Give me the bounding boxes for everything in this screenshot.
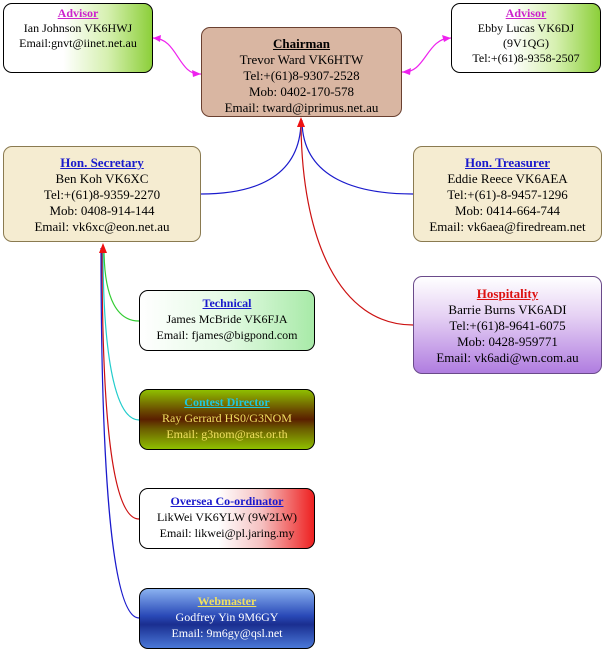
advisor-left-name: Ian Johnson VK6HWJ	[23, 21, 133, 35]
advisor-right-callsign: (9V1QG)	[503, 36, 549, 50]
arrowhead-chairman-right	[402, 68, 411, 75]
advisor-right-phone: Tel:+(61)8-9358-2507	[472, 51, 580, 65]
advisor-left-title: Advisor	[57, 6, 99, 20]
arrowhead-chairman	[297, 117, 305, 127]
advisor-right-box: Advisor Ebby Lucas VK6DJ (9V1QG) Tel:+(6…	[451, 3, 601, 73]
contest-director-title: Contest Director	[184, 395, 270, 409]
treasurer-mobile: Mob: 0414-664-744	[454, 203, 561, 218]
treasurer-box: Hon. Treasurer Eddie Reece VK6AEA Tel:+(…	[413, 146, 602, 242]
oversea-coordinator-title: Oversea Co-ordinator	[170, 494, 284, 508]
hospitality-title: Hospitality	[476, 286, 539, 301]
technical-email: Email: fjames@bigpond.com	[156, 328, 298, 342]
webmaster-name: Godfrey Yin 9M6GY	[175, 610, 279, 624]
chairman-name: Trevor Ward VK6HTW	[239, 52, 364, 67]
advisor-right-name: Ebby Lucas VK6DJ	[477, 21, 575, 35]
arrowhead-advisor-right	[442, 35, 451, 42]
connector-secretary-oversea	[101, 247, 140, 520]
hospitality-email: Email: vk6adi@wn.com.au	[436, 350, 579, 365]
connector-chairman-treasurer	[301, 119, 414, 195]
hospitality-box: Hospitality Barrie Burns VK6ADI Tel:+(61…	[413, 276, 602, 374]
technical-name: James McBride VK6FJA	[166, 312, 288, 326]
contest-director-name: Ray Gerrard HS0/G3NOM	[162, 411, 292, 425]
secretary-title: Hon. Secretary	[60, 155, 144, 170]
technical-title: Technical	[202, 296, 252, 310]
technical-box: Technical James McBride VK6FJA Email: fj…	[139, 290, 315, 351]
webmaster-email: Email: 9m6gy@qsl.net	[171, 626, 283, 640]
chairman-title: Chairman	[272, 36, 331, 51]
hospitality-phone: Tel:+(61)8-9641-6075	[449, 318, 566, 333]
connector-chairman-hospitality	[300, 119, 414, 326]
secretary-email: Email: vk6xc@eon.net.au	[34, 219, 170, 234]
oversea-coordinator-email: Email: likwei@pl.jaring.my	[159, 526, 295, 540]
advisor-left-email: Email:gnvt@iinet.net.au	[19, 36, 137, 50]
hospitality-mobile: Mob: 0428-959771	[457, 334, 558, 349]
arrowhead-chairman-left	[192, 70, 201, 77]
connector-secretary-technical	[103, 247, 140, 322]
secretary-name: Ben Koh VK6XC	[55, 171, 149, 186]
secretary-box: Hon. Secretary Ben Koh VK6XC Tel:+(61)8-…	[3, 146, 201, 242]
arrowhead-advisor-left	[153, 35, 161, 42]
oversea-coordinator-box: Oversea Co-ordinator LikWei VK6YLW (9W2L…	[139, 488, 315, 549]
chairman-mobile: Mob: 0402-170-578	[248, 84, 355, 99]
chairman-phone: Tel:+(61)8-9307-2528	[243, 68, 360, 83]
connector-chairman-secretary	[200, 119, 302, 195]
contest-director-box: Contest Director Ray Gerrard HS0/G3NOM E…	[139, 389, 315, 450]
treasurer-title: Hon. Treasurer	[465, 155, 550, 170]
advisor-left-box: Advisor Ian Johnson VK6HWJ Email:gnvt@ii…	[3, 3, 153, 73]
chairman-box: Chairman Trevor Ward VK6HTW Tel:+(61)8-9…	[201, 27, 402, 117]
oversea-coordinator-name: LikWei VK6YLW (9W2LW)	[156, 510, 298, 524]
secretary-mobile: Mob: 0408-914-144	[49, 203, 155, 218]
treasurer-phone: Tel:+(61)-8-9457-1296	[447, 187, 568, 202]
treasurer-email: Email: vk6aea@firedream.net	[429, 219, 586, 234]
webmaster-title: Webmaster	[197, 594, 257, 608]
connector-secretary-webmaster	[100, 247, 140, 619]
contest-director-email: Email: g3nom@rast.or.th	[166, 427, 288, 441]
connector-secretary-contest	[102, 247, 140, 421]
treasurer-name: Eddie Reece VK6AEA	[447, 171, 568, 186]
secretary-phone: Tel:+(61)8-9359-2270	[43, 187, 161, 202]
chairman-email: Email: tward@iprimus.net.au	[224, 100, 379, 115]
webmaster-box: Webmaster Godfrey Yin 9M6GY Email: 9m6gy…	[139, 588, 315, 649]
connector-advisor-left-chairman	[152, 37, 202, 75]
hospitality-name: Barrie Burns VK6ADI	[448, 302, 567, 317]
connector-advisor-right-chairman	[401, 37, 452, 73]
advisor-right-title: Advisor	[505, 6, 547, 20]
arrowhead-secretary	[99, 243, 107, 253]
